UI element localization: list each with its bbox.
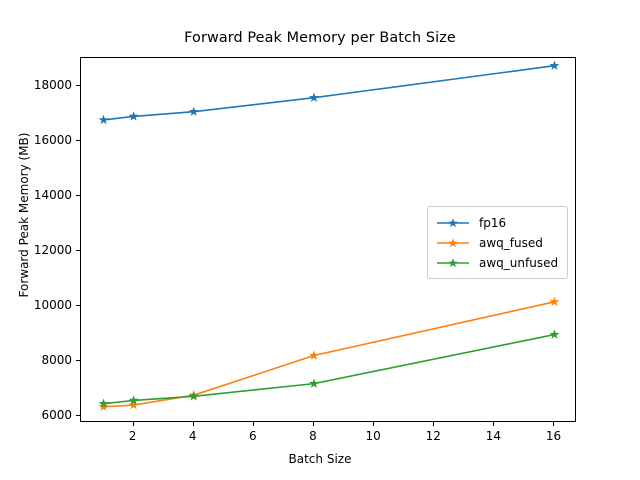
data-point-awq_fused-8	[309, 350, 319, 360]
x-tick-label-4: 4	[188, 429, 197, 443]
series-line-awq_fused	[103, 301, 555, 408]
x-tick-mark-10	[373, 422, 375, 426]
x-tick-mark-2	[132, 422, 134, 426]
legend-line-sample-fp16	[437, 218, 469, 228]
y-tick-mark-16000	[76, 139, 80, 141]
legend-label-awq-fused: awq_fused	[479, 236, 543, 250]
x-tick-mark-16	[553, 422, 555, 426]
y-tick-label-8000: 8000	[41, 353, 72, 368]
x-tick-label-6: 6	[249, 429, 257, 443]
y-axis-label: Forward Peak Memory (MB)	[17, 132, 31, 298]
series-line-awq_unfused	[103, 333, 555, 405]
legend-line-sample-awq-unfused	[437, 258, 469, 268]
data-point-fp16-2	[128, 111, 139, 121]
x-tick-mark-4	[192, 422, 194, 426]
y-tick-label-14000: 14000	[33, 187, 72, 202]
y-tick-mark-18000	[76, 84, 80, 86]
data-point-fp16-16	[549, 60, 560, 70]
data-point-awq_unfused-4	[188, 391, 199, 401]
data-point-awq_unfused-1	[98, 398, 109, 408]
legend-item-fp16: fp16	[436, 213, 559, 233]
x-tick-mark-6	[252, 422, 254, 426]
data-point-awq_fused-16	[549, 296, 560, 306]
x-axis-label: Batch Size	[288, 452, 352, 466]
series-line-fp16	[103, 64, 555, 121]
x-tick-label-10: 10	[365, 429, 381, 443]
data-point-awq_unfused-16	[549, 329, 560, 339]
y-tick-label-12000: 12000	[33, 242, 72, 257]
data-point-awq_fused-1	[98, 401, 109, 411]
y-tick-mark-12000	[76, 249, 80, 251]
x-tick-mark-8	[312, 422, 314, 426]
y-tick-label-10000: 10000	[33, 297, 72, 312]
data-point-fp16-1	[98, 114, 109, 125]
x-tick-label-16: 16	[545, 429, 562, 443]
x-tick-label-14: 14	[485, 429, 501, 443]
data-point-awq_unfused-8	[309, 378, 319, 388]
y-tick-label-18000: 18000	[33, 77, 72, 92]
y-tick-mark-10000	[76, 304, 80, 306]
y-tick-label-6000: 6000	[41, 408, 72, 423]
x-tick-mark-12	[433, 422, 435, 426]
data-point-fp16-4	[188, 106, 199, 116]
data-point-fp16-8	[309, 92, 319, 102]
data-point-awq_unfused-2	[128, 395, 139, 405]
x-tick-mark-14	[493, 422, 495, 426]
y-tick-mark-6000	[76, 415, 80, 417]
x-tick-label-2: 2	[128, 429, 137, 443]
x-tick-label-12: 12	[425, 429, 441, 443]
y-tick-label-16000: 16000	[33, 132, 72, 147]
y-tick-mark-14000	[76, 194, 80, 196]
y-tick-mark-8000	[76, 360, 80, 362]
chart-legend: fp16 awq_fused awq_unfused	[427, 206, 568, 279]
data-point-awq_fused-2	[128, 399, 139, 410]
legend-line-sample-awq-fused	[437, 238, 469, 248]
legend-label-awq-unfused: awq_unfused	[479, 256, 559, 270]
legend-item-awq-fused: awq_fused	[436, 233, 559, 253]
legend-label-fp16: fp16	[479, 216, 507, 230]
chart-title: Forward Peak Memory per Batch Size	[184, 30, 456, 46]
series-canvas	[98, 60, 560, 411]
x-tick-label-8: 8	[309, 429, 317, 443]
legend-item-awq-unfused: awq_unfused	[436, 253, 559, 273]
